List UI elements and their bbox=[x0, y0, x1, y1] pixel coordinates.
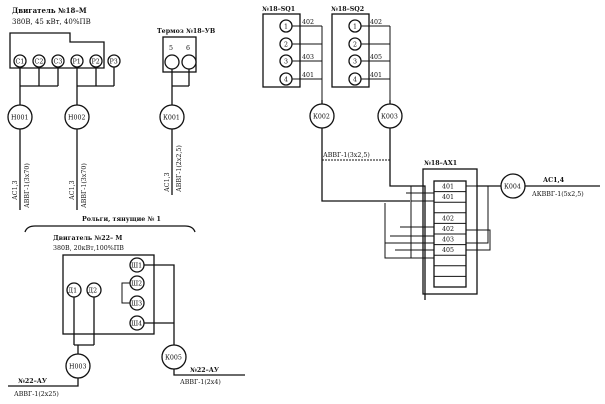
thermal-title: Термоз №18–УВ bbox=[157, 28, 215, 35]
sq2-t4-label: 4 bbox=[353, 77, 357, 84]
h001-cable: АВВГ-1(3x70) bbox=[24, 163, 31, 208]
h002-route: АС1,3 bbox=[69, 180, 76, 200]
h002-cable: АВВГ-1(3x70) bbox=[81, 163, 88, 208]
ax1-row-label: 402 bbox=[442, 215, 454, 222]
sq1-wire-402: 402 bbox=[302, 19, 314, 26]
sq1-t1-label: 1 bbox=[284, 24, 288, 31]
ax1-row-label: 401 bbox=[442, 194, 454, 201]
terminal-p1-label: Р1 bbox=[73, 59, 81, 66]
p-bus bbox=[76, 67, 115, 87]
sq1-t3-label: 3 bbox=[284, 59, 288, 66]
terminal-p3-label: Р3 bbox=[110, 59, 118, 66]
ax1-block: №18–АХ1 401 401 402 402 403 405 bbox=[390, 160, 491, 295]
section-title: Рольги, тянущие № 1 bbox=[82, 216, 161, 223]
terminal-p2-label: Р2 bbox=[92, 59, 100, 66]
k004-cable: АКВВГ-1(5x2,5) bbox=[532, 191, 584, 198]
h003-label: Н003 bbox=[69, 364, 87, 371]
sq1-wire-403: 403 bbox=[302, 54, 314, 61]
h001-label: Н001 bbox=[11, 115, 29, 122]
sh2-label: Ш2 bbox=[131, 281, 142, 288]
section-brace bbox=[24, 225, 196, 233]
sq-cable-type: АВВГ-1(3x2,5) bbox=[323, 152, 370, 159]
d-wires bbox=[73, 297, 95, 354]
sh4-label: Ш4 bbox=[131, 321, 142, 328]
k003-label: К003 bbox=[381, 114, 398, 121]
sq-cables: К002 К003 АВВГ-1(3x2,5) bbox=[309, 100, 432, 300]
sq2-t2-label: 2 bbox=[353, 42, 357, 49]
sq1-block: №18–SQ1 1 2 3 4 402 403 401 bbox=[262, 6, 323, 100]
sq2-t1-label: 1 bbox=[353, 24, 357, 31]
ax1-rows: 401 401 402 402 403 405 bbox=[434, 184, 466, 277]
ax1-title: №18–АХ1 bbox=[424, 160, 457, 167]
k002-label: К002 bbox=[313, 114, 330, 121]
motor-18-block: Двигатель №18–М 380В, 45 кВт, 40%ПВ С1 С… bbox=[7, 6, 121, 210]
motor-18-title: Двигатель №18–М bbox=[12, 6, 87, 15]
d1-label: Д1 bbox=[68, 288, 77, 295]
k004-route: АС1,4 bbox=[543, 177, 565, 184]
ax1-frame bbox=[422, 168, 478, 295]
sq2-wire-402: 402 bbox=[370, 19, 382, 26]
ax1-row-label: 403 bbox=[442, 237, 454, 244]
sq1-t4-label: 4 bbox=[284, 77, 288, 84]
sh2-sh3-jumper bbox=[121, 282, 130, 304]
terminal-c3-label: С3 bbox=[54, 59, 63, 66]
k004-label: К004 bbox=[504, 184, 521, 191]
k001-cable: АВВГ-1(2x2,5) bbox=[176, 145, 183, 192]
thermal-terminal-6-label: 6 bbox=[186, 45, 190, 52]
sh-wires bbox=[144, 264, 175, 345]
c-bus bbox=[19, 67, 59, 87]
d2-label: Д2 bbox=[88, 288, 97, 295]
sq1-title: №18–SQ1 bbox=[262, 6, 295, 13]
sq1-frame bbox=[262, 13, 301, 88]
sq1-wire-401: 401 bbox=[302, 72, 314, 79]
ax1-wires-in bbox=[390, 186, 434, 259]
sq2-wire-401: 401 bbox=[370, 72, 382, 79]
sq2-block: №18–SQ2 1 2 3 4 402 405 401 bbox=[331, 6, 391, 100]
thermal-terminal-5-label: 5 bbox=[169, 45, 173, 52]
thermal-block: Термоз №18–УВ 5 6 К001 АС1,3 АВВГ-1(2x2,… bbox=[157, 28, 215, 195]
thermal-terminal-6 bbox=[181, 54, 197, 70]
thermal-terminal-5 bbox=[164, 54, 180, 70]
sq2-wires bbox=[361, 25, 391, 100]
sq2-frame bbox=[331, 13, 370, 88]
k001-route: АС1,3 bbox=[164, 172, 171, 192]
sq2-t3-label: 3 bbox=[353, 59, 357, 66]
h003-wire bbox=[8, 378, 79, 387]
motor-22-spec: 380В, 20кВт,100%ПВ bbox=[53, 245, 124, 252]
sh1-label: Ш1 bbox=[131, 263, 142, 270]
ax1-row-label: 402 bbox=[442, 226, 454, 233]
k005-cable: АВВГ-1(2x4) bbox=[180, 379, 221, 386]
sq2-wire-405: 405 bbox=[370, 54, 382, 61]
ax1-row-label: 405 bbox=[442, 247, 454, 254]
k004-block: К004 АС1,4 АКВВГ-1(5x2,5) bbox=[477, 173, 600, 199]
k005-tag: №22–АУ bbox=[190, 367, 220, 374]
h003-cable: АВВГ-1(2x25) bbox=[14, 391, 59, 398]
section-rollers: Рольги, тянущие № 1 Двигатель №22– М 380… bbox=[8, 216, 245, 398]
h003-tag: №22–АУ bbox=[18, 378, 48, 385]
sq1-wires bbox=[292, 25, 323, 100]
motor-22-title: Двигатель №22– М bbox=[53, 235, 122, 242]
sq1-t2-label: 2 bbox=[284, 42, 288, 49]
sh3-label: Ш3 bbox=[131, 301, 142, 308]
motor-22-frame bbox=[62, 254, 155, 335]
terminal-c2-label: С2 bbox=[35, 59, 44, 66]
motor-18-spec: 380В, 45 кВт, 40%ПВ bbox=[12, 18, 91, 26]
thermal-wires bbox=[171, 69, 190, 105]
h001-route: АС1,3 bbox=[12, 180, 19, 200]
k005-label: К005 bbox=[165, 355, 182, 362]
sq2-title: №18–SQ2 bbox=[331, 6, 364, 13]
k005-wire bbox=[173, 369, 245, 376]
h002-label: Н002 bbox=[68, 115, 86, 122]
k001-label: К001 bbox=[163, 115, 180, 122]
ax1-wires-out bbox=[466, 185, 491, 251]
thermal-frame bbox=[162, 36, 197, 73]
terminal-c1-label: С1 bbox=[16, 59, 25, 66]
ax1-row-label: 401 bbox=[442, 184, 454, 191]
